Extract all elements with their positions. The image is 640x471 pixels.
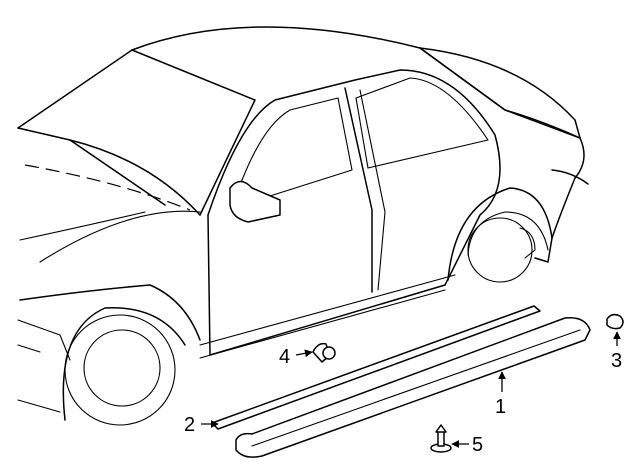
callout-1: 1 bbox=[495, 371, 506, 418]
callout-5-label: 5 bbox=[472, 434, 483, 456]
part-1-rocker-molding bbox=[235, 317, 591, 458]
callout-2-label: 2 bbox=[184, 414, 195, 436]
part-5-pin bbox=[430, 424, 452, 453]
callout-3-label: 3 bbox=[611, 350, 622, 372]
callout-4: 4 bbox=[279, 346, 313, 368]
callout-3: 3 bbox=[611, 331, 622, 372]
part-4-retainer bbox=[312, 342, 336, 363]
part-3-clip bbox=[606, 313, 624, 330]
callout-2: 2 bbox=[184, 414, 219, 436]
callout-4-label: 4 bbox=[279, 346, 290, 368]
callout-1-label: 1 bbox=[495, 396, 506, 418]
callout-5: 5 bbox=[451, 434, 483, 456]
car-illustration bbox=[17, 26, 589, 426]
